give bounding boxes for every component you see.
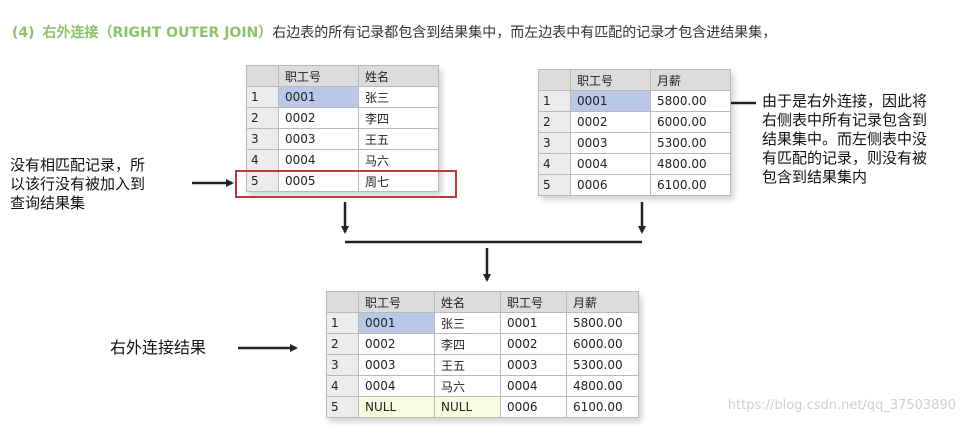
table-cell[interactable]: NULL bbox=[434, 396, 501, 418]
column-header[interactable]: 姓名 bbox=[434, 291, 501, 313]
table-cell[interactable]: 0003 bbox=[570, 132, 651, 154]
table-cell[interactable]: 0002 bbox=[570, 111, 651, 133]
table-cell[interactable]: 张三 bbox=[358, 86, 439, 108]
row-number[interactable]: 1 bbox=[326, 312, 359, 334]
table-cell[interactable]: 0003 bbox=[500, 354, 567, 376]
table-cell[interactable]: 王五 bbox=[434, 354, 501, 376]
table-cell[interactable]: 5300.00 bbox=[566, 354, 639, 376]
table-cell[interactable]: 0001 bbox=[570, 90, 651, 112]
table-cell[interactable]: 6000.00 bbox=[566, 333, 639, 355]
section-heading: (4) 右外连接（RIGHT OUTER JOIN）右边表的所有记录都包含到结果集… bbox=[12, 22, 776, 42]
section-title: 右外连接（RIGHT OUTER JOIN） bbox=[42, 25, 273, 41]
column-header[interactable]: 职工号 bbox=[358, 291, 435, 313]
column-header[interactable]: 职工号 bbox=[278, 65, 359, 87]
column-header[interactable]: 月薪 bbox=[650, 69, 731, 91]
table-cell[interactable]: 张三 bbox=[434, 312, 501, 334]
row-number[interactable]: 4 bbox=[246, 149, 279, 171]
section-description: 右边表的所有记录都包含到结果集中，而左边表中有匹配的记录才包含进结果集， bbox=[272, 25, 777, 41]
table-cell[interactable]: 李四 bbox=[358, 107, 439, 129]
row-number[interactable]: 5 bbox=[326, 396, 359, 418]
column-header[interactable]: 姓名 bbox=[358, 65, 439, 87]
table-cell[interactable]: 4800.00 bbox=[566, 375, 639, 397]
row-number[interactable]: 3 bbox=[246, 128, 279, 150]
row-number[interactable]: 2 bbox=[326, 333, 359, 355]
right-note: 由于是右外连接，因此将 右侧表中所有记录包含到 结果集中。而左侧表中没 有匹配的… bbox=[762, 92, 927, 187]
watermark: https://blog.csdn.net/qq_37503890 bbox=[727, 398, 956, 413]
right-note-line: 右侧表中所有记录包含到 bbox=[762, 111, 928, 129]
table-cell[interactable]: 4800.00 bbox=[650, 153, 731, 175]
right-note-line: 有匹配的记录，则没有被 bbox=[762, 149, 928, 167]
table-cell[interactable]: 马六 bbox=[358, 149, 439, 171]
right-note-line: 结果集中。而左侧表中没 bbox=[762, 130, 928, 148]
table-cell[interactable]: 0004 bbox=[278, 149, 359, 171]
table-cell[interactable]: 6100.00 bbox=[650, 174, 731, 196]
table-cell[interactable]: 0003 bbox=[278, 128, 359, 150]
row-number[interactable]: 2 bbox=[246, 107, 279, 129]
left-note-line: 查询结果集 bbox=[10, 194, 86, 212]
table-cell[interactable]: 6000.00 bbox=[650, 111, 731, 133]
table-cell[interactable]: 0006 bbox=[500, 396, 567, 418]
corner-cell bbox=[538, 69, 571, 91]
result-label: 右外连接结果 bbox=[110, 338, 207, 357]
table-cell[interactable]: 马六 bbox=[434, 375, 501, 397]
table-cell[interactable]: NULL bbox=[358, 396, 435, 418]
row-number[interactable]: 3 bbox=[326, 354, 359, 376]
table-cell[interactable]: 0003 bbox=[358, 354, 435, 376]
corner-cell bbox=[246, 65, 279, 87]
table-cell[interactable]: 0004 bbox=[500, 375, 567, 397]
row-number[interactable]: 3 bbox=[538, 132, 571, 154]
row-number[interactable]: 1 bbox=[246, 86, 279, 108]
table-cell[interactable]: 0002 bbox=[500, 333, 567, 355]
table-cell[interactable]: 6100.00 bbox=[566, 396, 639, 418]
right-note-line: 由于是右外连接，因此将 bbox=[762, 92, 928, 110]
table-cell[interactable]: 0004 bbox=[570, 153, 651, 175]
table-cell[interactable]: 0002 bbox=[358, 333, 435, 355]
table-cell[interactable]: 王五 bbox=[358, 128, 439, 150]
table-cell[interactable]: 0006 bbox=[570, 174, 651, 196]
column-header[interactable]: 职工号 bbox=[570, 69, 651, 91]
section-number: (4) bbox=[12, 25, 35, 41]
table-cell[interactable]: 0001 bbox=[500, 312, 567, 334]
left-note-line: 以该行没有被加入到 bbox=[10, 175, 146, 193]
table-cell[interactable]: 李四 bbox=[434, 333, 501, 355]
row-number[interactable]: 5 bbox=[246, 170, 279, 192]
table-cell[interactable]: 5300.00 bbox=[650, 132, 731, 154]
left-note-line: 没有相匹配记录，所 bbox=[10, 156, 146, 174]
table-cell[interactable]: 5800.00 bbox=[566, 312, 639, 334]
table-cell[interactable]: 5800.00 bbox=[650, 90, 731, 112]
table-cell[interactable]: 0002 bbox=[278, 107, 359, 129]
unmatched-row-highlight bbox=[235, 170, 457, 198]
row-number[interactable]: 4 bbox=[326, 375, 359, 397]
table-cell[interactable]: 0001 bbox=[278, 86, 359, 108]
corner-cell bbox=[326, 291, 359, 313]
column-header[interactable]: 月薪 bbox=[566, 291, 639, 313]
row-number[interactable]: 2 bbox=[538, 111, 571, 133]
left-note: 没有相匹配记录，所 以该行没有被加入到 查询结果集 bbox=[10, 156, 145, 213]
table-cell[interactable]: 0004 bbox=[358, 375, 435, 397]
column-header[interactable]: 职工号 bbox=[500, 291, 567, 313]
row-number[interactable]: 1 bbox=[538, 90, 571, 112]
right-note-line: 包含到结果集内 bbox=[762, 168, 868, 186]
table-cell[interactable]: 0001 bbox=[358, 312, 435, 334]
row-number[interactable]: 4 bbox=[538, 153, 571, 175]
row-number[interactable]: 5 bbox=[538, 174, 571, 196]
